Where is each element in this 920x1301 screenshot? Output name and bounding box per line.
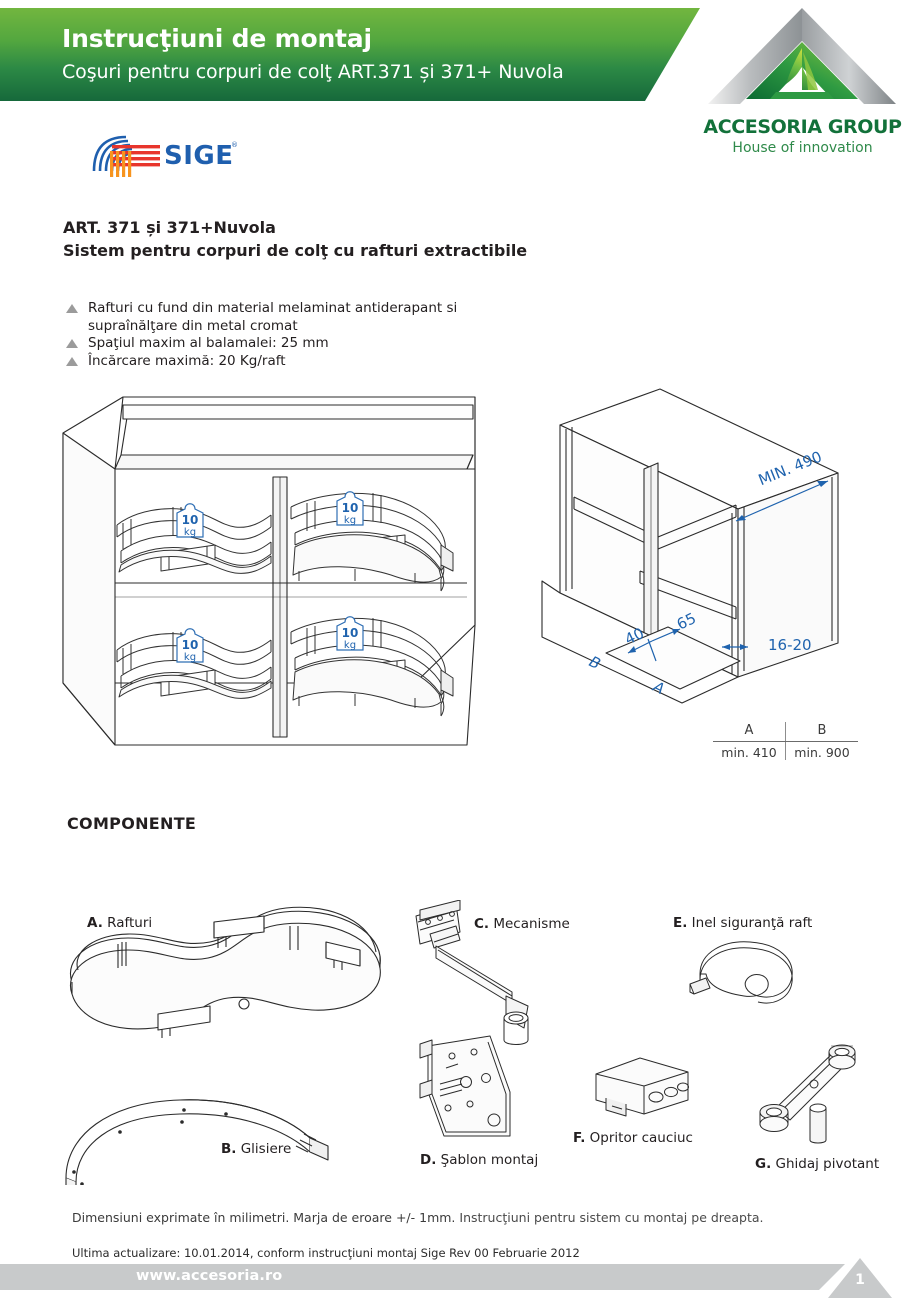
component-e-name: Inel siguranţă raft [691, 915, 813, 931]
load-unit: kg [184, 652, 196, 663]
triangle-bullet-icon [66, 339, 78, 348]
footer-note-secondary: Instrucţiuni pentru sistem cu montaj pe … [459, 1210, 764, 1225]
accesoria-group-logo: ACCESORIA GROUP House of innovation [690, 4, 915, 164]
component-g-key: G. [755, 1156, 772, 1172]
component-f-name: Opritor cauciuc [589, 1130, 693, 1146]
svg-text:®: ® [231, 141, 238, 149]
brand-name: ACCESORIA GROUP [703, 116, 902, 138]
component-f-key: F. [573, 1130, 586, 1146]
component-g-label: G. Ghidaj pivotant [755, 1156, 879, 1172]
table-header-b: B [785, 722, 858, 742]
list-item: Spaţiul maxim al balamalei: 25 mm [64, 335, 524, 353]
accesoria-triangle-icon [708, 8, 896, 104]
components-heading: COMPONENTE [67, 814, 197, 833]
page-subtitle: Coşuri pentru corpuri de colţ ART.371 și… [62, 61, 564, 83]
sige-logo-icon: SIGE ® [92, 135, 238, 177]
feature-list: Rafturi cu fund din material melaminat a… [64, 300, 524, 370]
footer-note: Dimensiuni exprimate în milimetri. Marja… [72, 1210, 763, 1225]
table-cell-a-value: min. 410 [721, 745, 777, 760]
component-b-label: B. Glisiere [221, 1141, 291, 1157]
component-b-glisiere-drawing [60, 1090, 350, 1191]
triangle-bullet-icon [66, 356, 78, 366]
table-cell-b-value: min. 900 [785, 741, 858, 760]
component-a-key: A. [87, 915, 103, 931]
component-f-opritor-drawing [592, 1052, 692, 1126]
load-unit: kg [344, 640, 356, 651]
component-e-inel-drawing [688, 938, 803, 1014]
component-d-name: Şablon montaj [440, 1152, 539, 1168]
dim-panel-thickness-label: 16-20 [768, 636, 812, 654]
cabinet-dimensions-drawing: MIN. 490 16-20 40 65 B A [540, 385, 915, 729]
component-c-name: Mecanisme [493, 916, 570, 932]
sige-logo: SIGE ® [88, 131, 238, 177]
load-badge [336, 491, 364, 526]
page-title: Instrucţiuni de montaj [62, 24, 372, 53]
component-a-label: A. Rafturi [87, 915, 152, 931]
load-unit: kg [344, 515, 356, 526]
brand-tagline: House of innovation [732, 140, 873, 156]
header-green-band [0, 8, 700, 101]
footer-last-update: Ultima actualizare: 10.01.2014, conform … [72, 1246, 580, 1260]
load-value: 10 [182, 513, 199, 527]
list-item: Încărcare maximă: 20 Kg/raft [64, 353, 524, 371]
feature-text: Spaţiul maxim al balamalei: 25 mm [88, 335, 329, 351]
product-description: Sistem pentru corpuri de colţ cu rafturi… [63, 241, 528, 260]
footer-website-link[interactable]: www.accesoria.ro [136, 1268, 283, 1284]
feature-text: Rafturi cu fund din material melaminat a… [88, 300, 458, 334]
load-value: 10 [342, 626, 359, 640]
load-value: 10 [342, 501, 359, 515]
load-badge [176, 628, 204, 663]
component-d-label: D. Şablon montaj [420, 1152, 538, 1168]
component-e-key: E. [673, 915, 688, 931]
cabinet-shelves-drawing: 10 kg 10 kg 10 kg 10 kg [55, 385, 480, 754]
load-value: 10 [182, 638, 199, 652]
feature-text: Încărcare maximă: 20 Kg/raft [88, 352, 286, 369]
load-badge [336, 616, 364, 651]
table-row: min. 410 min. 900 [713, 741, 858, 760]
component-a-rafturi-drawing [58, 898, 408, 1042]
component-a-name: Rafturi [107, 915, 153, 931]
page-badge-shape [828, 1258, 892, 1298]
component-g-name: Ghidaj pivotant [775, 1156, 880, 1172]
component-c-label: C. Mecanisme [474, 916, 570, 932]
component-b-name: Glisiere [240, 1141, 292, 1157]
list-item: Rafturi cu fund din material melaminat a… [64, 300, 524, 335]
component-e-label: E. Inel siguranţă raft [673, 915, 812, 931]
component-d-sablon-drawing [418, 1032, 528, 1151]
component-b-key: B. [221, 1141, 237, 1157]
footer-gray-bar [0, 1264, 845, 1290]
component-c-key: C. [474, 916, 490, 932]
component-f-label: F. Opritor cauciuc [573, 1130, 693, 1146]
component-c-mecanisme-drawing [412, 899, 552, 1054]
component-d-key: D. [420, 1152, 437, 1168]
table-header-a: A [713, 722, 786, 742]
product-code: ART. 371 și 371+Nuvola [63, 218, 276, 237]
footer-note-main: Dimensiuni exprimate în milimetri. Marja… [72, 1210, 456, 1225]
dimension-table: A B min. 410 min. 900 [713, 722, 858, 760]
triangle-bullet-icon [66, 304, 78, 313]
load-badge [176, 503, 204, 538]
component-g-ghidaj-drawing [752, 1036, 862, 1150]
page-number: 1 [855, 1272, 865, 1288]
load-unit: kg [184, 527, 196, 538]
svg-text:SIGE: SIGE [164, 141, 234, 171]
